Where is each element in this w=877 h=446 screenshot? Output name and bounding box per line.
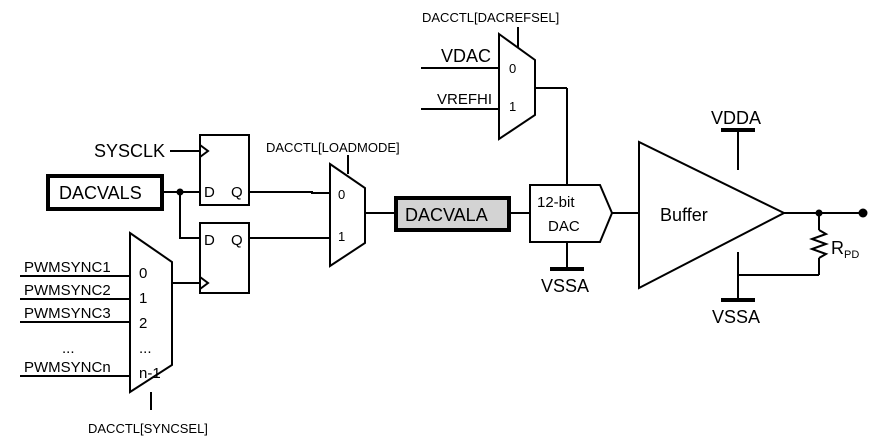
syncmux-in1: 1 — [139, 290, 147, 307]
ff1-q: Q — [231, 184, 243, 201]
syncmux-in0: 0 — [139, 265, 147, 282]
ff2-q: Q — [231, 232, 243, 249]
loadmux-in0: 0 — [338, 187, 345, 202]
refmux-in1: 1 — [509, 99, 516, 114]
vrefhi-label: VREFHI — [437, 91, 492, 108]
pwmsync1-label: PWMSYNC1 — [24, 259, 111, 276]
vdda-label: VDDA — [711, 108, 761, 128]
dac-12bit — [529, 184, 614, 243]
ff1-clock-marker — [199, 144, 210, 158]
ff2-clock-marker — [199, 276, 210, 290]
dacvals-to-ff2-wire — [179, 192, 200, 239]
dac-line1: 12-bit — [537, 194, 575, 211]
syncsel-label: DACCTL[SYNCSEL] — [88, 421, 208, 436]
output-buffer — [638, 140, 787, 290]
pwmsync3-label: PWMSYNC3 — [24, 305, 111, 322]
dacvala-label: DACVALA — [405, 205, 488, 225]
pwmsync-dots: ... — [62, 340, 75, 357]
sync-select-mux — [129, 231, 173, 394]
loadmode-label: DACCTL[LOADMODE] — [266, 140, 400, 155]
syncmux-dots: ... — [139, 340, 152, 357]
loadmux-in1: 1 — [338, 229, 345, 244]
syncmux-inn1: n-1 — [139, 365, 161, 382]
pwmsync2-label: PWMSYNC2 — [24, 282, 111, 299]
sysclk-label: SYSCLK — [94, 141, 165, 161]
vssa-dac-label: VSSA — [541, 276, 589, 296]
rpd-resistor — [809, 229, 829, 259]
vssa-buffer-label: VSSA — [712, 307, 760, 327]
pwmsyncn-label: PWMSYNCn — [24, 359, 111, 376]
rpd-main: R — [831, 238, 844, 258]
rpd-label: RPD — [831, 238, 859, 261]
ff1-q-wire — [249, 191, 330, 194]
rpd-sub: PD — [844, 249, 859, 261]
buffer-label: Buffer — [660, 205, 708, 225]
dacvals-label: DACVALS — [59, 183, 142, 203]
dac-line2: DAC — [548, 218, 580, 235]
ff1-d: D — [204, 184, 215, 201]
syncmux-in2: 2 — [139, 315, 147, 332]
load-mode-mux — [329, 162, 366, 268]
ref-select-mux — [498, 32, 536, 141]
vdac-label: VDAC — [441, 46, 491, 66]
refmux-in0: 0 — [509, 61, 516, 76]
flip-flop-1 — [199, 134, 250, 206]
dacrefsel-label: DACCTL[DACREFSEL] — [422, 10, 559, 25]
output-terminal-dot — [858, 208, 868, 218]
flip-flop-2 — [199, 222, 250, 294]
ff2-d: D — [204, 232, 215, 249]
